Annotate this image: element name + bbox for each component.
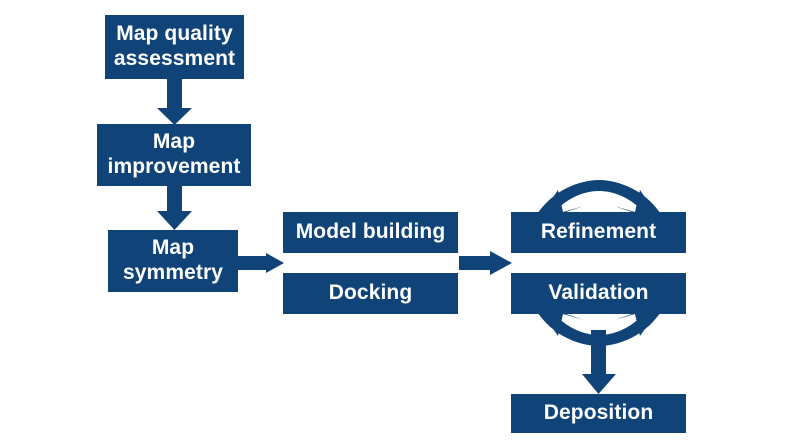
node-label-docking: Docking bbox=[328, 281, 413, 305]
node-map-symmetry[interactable]: Map symmetry bbox=[108, 230, 238, 292]
node-deposition[interactable]: Deposition bbox=[511, 394, 686, 433]
node-refinement[interactable]: Refinement bbox=[511, 212, 686, 253]
node-label-model-building: Model building bbox=[295, 220, 446, 244]
node-label-refinement: Refinement bbox=[540, 220, 657, 244]
arrow-improvement-to-symmetry bbox=[157, 186, 192, 230]
node-label-map-quality-assessment: Map quality assessment bbox=[113, 22, 236, 70]
arrow-validation-to-deposition bbox=[582, 330, 616, 394]
node-map-improvement[interactable]: Map improvement bbox=[97, 124, 251, 186]
node-label-map-improvement: Map improvement bbox=[107, 130, 241, 178]
node-model-building[interactable]: Model building bbox=[283, 212, 458, 253]
arrow-building-to-refinement bbox=[459, 251, 512, 275]
arrow-quality-to-improvement bbox=[157, 79, 192, 125]
node-validation[interactable]: Validation bbox=[511, 273, 686, 314]
node-label-deposition: Deposition bbox=[543, 401, 654, 425]
arrow-symmetry-to-building bbox=[238, 253, 284, 273]
node-docking[interactable]: Docking bbox=[283, 273, 458, 314]
node-label-validation: Validation bbox=[548, 281, 649, 305]
node-label-map-symmetry: Map symmetry bbox=[122, 236, 224, 284]
node-map-quality-assessment[interactable]: Map quality assessment bbox=[105, 15, 244, 79]
